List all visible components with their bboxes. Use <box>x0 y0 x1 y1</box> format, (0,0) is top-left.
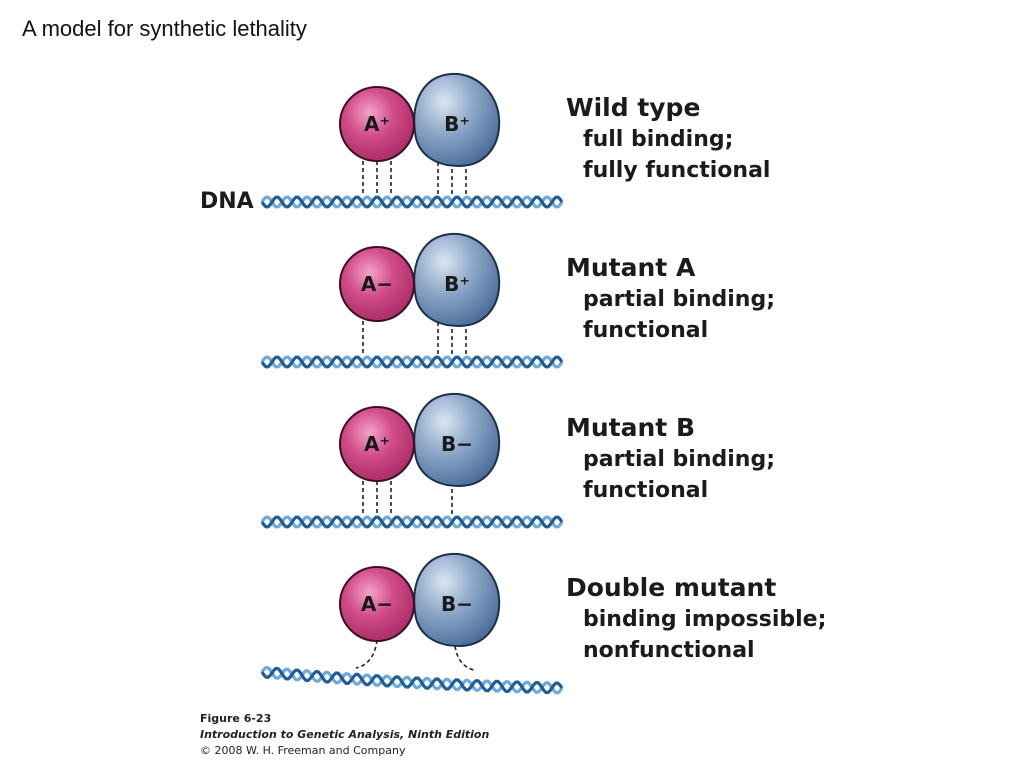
protein-b-label: B− <box>441 432 473 456</box>
dna-strand-front <box>260 355 564 369</box>
dna-helix <box>260 195 564 209</box>
protein-a-label: A− <box>361 272 393 296</box>
panel-binding-text: partial binding; <box>583 287 775 312</box>
panel-title: Wild type <box>566 93 700 122</box>
dna-strand-front <box>260 666 564 695</box>
protein-b-shape <box>413 232 501 328</box>
panel-binding-text: binding impossible; <box>583 607 826 632</box>
panel-function-text: functional <box>583 318 708 343</box>
panel-1: A⁺ B⁺ Wild type full binding; fully function… <box>260 72 770 209</box>
caption-book-title: Introduction to Genetic Analysis, Ninth … <box>200 728 489 741</box>
panel-3: A⁺ B− Mutant B partial binding; functional <box>260 392 775 529</box>
protein-b-shape <box>413 72 501 168</box>
panel-title: Mutant A <box>566 253 696 282</box>
panels: A⁺ B⁺ Wild type full binding; fully function… <box>260 72 826 695</box>
protein-a-shape <box>339 406 415 482</box>
panel-binding-text: partial binding; <box>583 447 775 472</box>
dna-helix <box>260 355 564 369</box>
protein-a-label: A⁺ <box>364 432 390 456</box>
protein-a-label: A− <box>361 592 393 616</box>
caption-figure-number: Figure 6-23 <box>200 712 271 725</box>
protein-b-label: B− <box>441 592 473 616</box>
panel-4: A− B− Double mutant binding impossible; nonf… <box>260 552 826 695</box>
panel-function-text: nonfunctional <box>583 638 755 663</box>
dna-helix <box>260 665 564 695</box>
dna-helix <box>260 515 564 529</box>
protein-b-shape <box>413 392 501 488</box>
protein-a-shape <box>339 86 415 162</box>
dna-label: DNA <box>200 189 254 214</box>
protein-a-shape <box>339 246 415 322</box>
protein-b-label: B⁺ <box>444 112 470 136</box>
caption-copyright: © 2008 W. H. Freeman and Company <box>200 744 406 757</box>
panel-title: Double mutant <box>566 573 776 602</box>
protein-a-shape <box>339 566 415 642</box>
dna-strand-front <box>260 515 564 529</box>
protein-b-label: B⁺ <box>444 272 470 296</box>
figure-caption: Figure 6-23 Introduction to Genetic Anal… <box>200 712 489 757</box>
protein-a-label: A⁺ <box>364 112 390 136</box>
slide-title: A model for synthetic lethality <box>22 16 307 41</box>
panel-function-text: functional <box>583 478 708 503</box>
dna-strand-front <box>260 195 564 209</box>
panel-2: A− B⁺ Mutant A partial binding; functional <box>260 232 775 369</box>
broken-binding-a <box>355 639 378 669</box>
panel-function-text: fully functional <box>583 158 770 183</box>
broken-binding-b <box>454 645 475 671</box>
panel-binding-text: full binding; <box>583 127 733 152</box>
panel-title: Mutant B <box>566 413 695 442</box>
protein-b-shape <box>413 552 501 648</box>
